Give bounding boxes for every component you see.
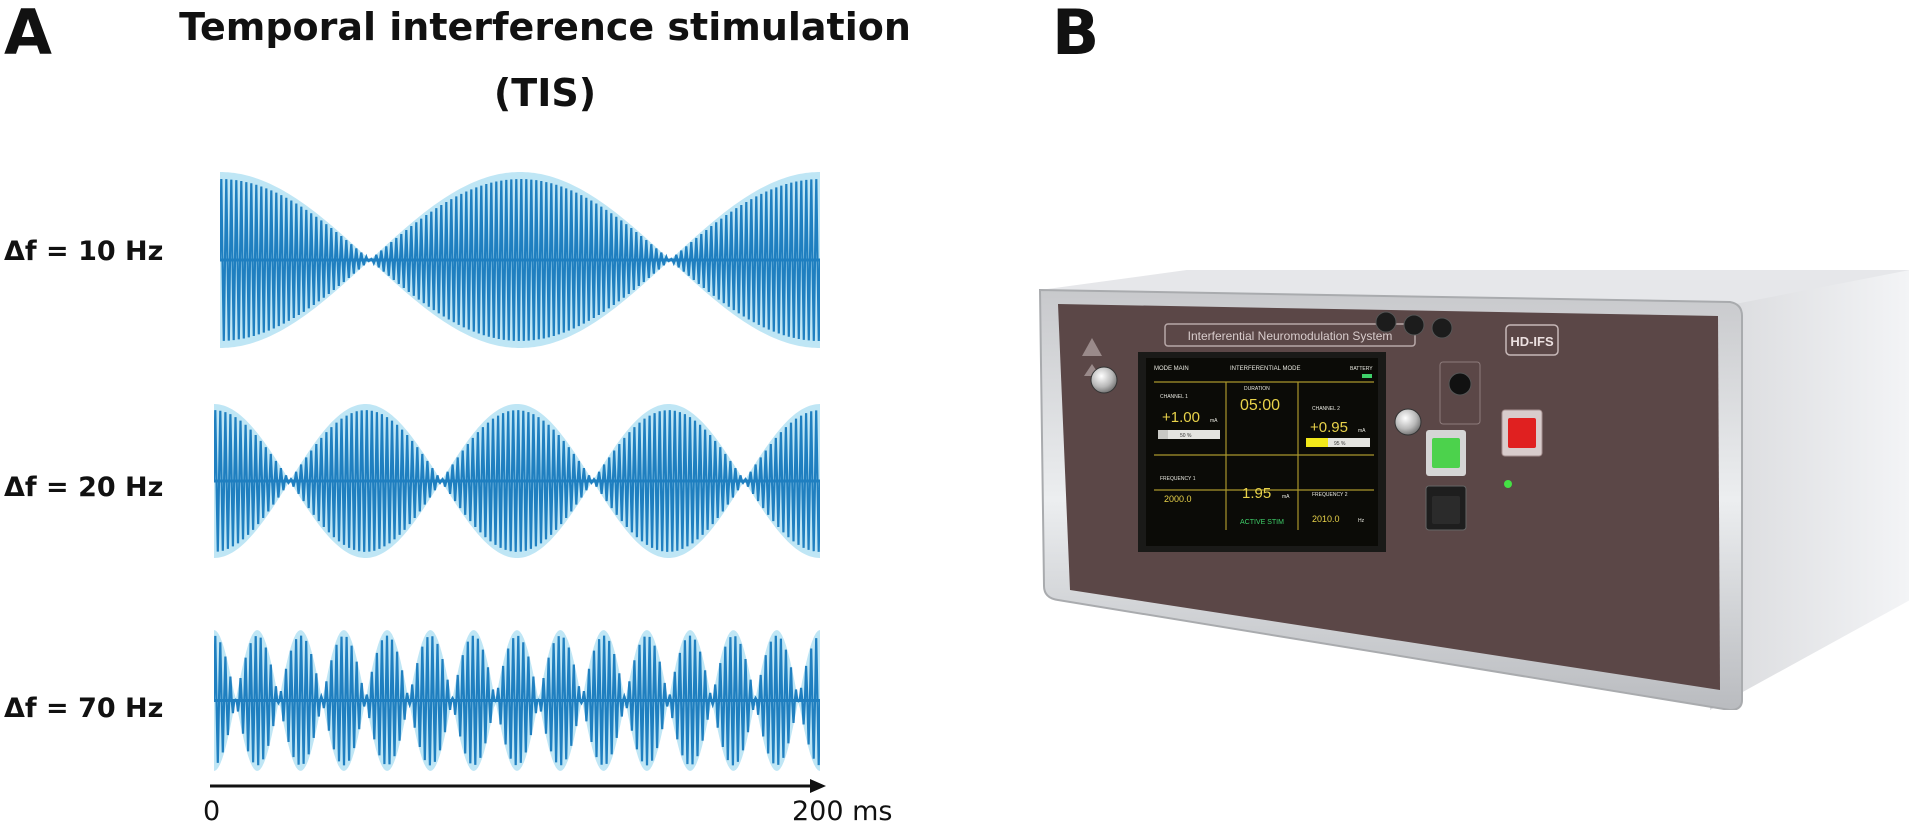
panel-b-letter: B [1052,0,1100,69]
right-knob [1394,408,1422,436]
time-axis-end-label: 200 ms [792,796,893,827]
channel2-bar-text: 95 % [1334,441,1346,447]
device-screen [1146,358,1378,546]
time-axis-start-label: 0 [203,796,221,827]
device-side-casing [1710,270,1909,710]
panel-a-letter: A [4,0,52,69]
duration-value: 05:00 [1240,397,1280,414]
power-led [1504,480,1512,488]
freq1-value: 2000.0 [1164,494,1192,504]
tis-waveform-70hz [214,630,820,771]
channel1-unit: mA [1210,418,1218,424]
side-badge-text: HD-IFS [1510,334,1554,349]
channel2-bar [1306,438,1370,447]
selector-box [1439,361,1481,425]
lower-button[interactable] [1432,496,1460,524]
status-text: ACTIVE STIM [1240,519,1284,526]
top-knob-2 [1403,314,1425,336]
row-label-70hz: Δf = 70 Hz [4,693,164,724]
channel1-bar [1158,430,1220,439]
channel2-label: CHANNEL 2 [1312,406,1340,412]
freq1-label: FREQUENCY 1 [1160,476,1196,482]
duration-label: DURATION [1244,386,1270,392]
channel1-value: +1.00 [1162,409,1200,426]
start-button[interactable] [1432,438,1460,468]
channel1-bar-text: 50 % [1180,433,1192,439]
top-knob-1 [1375,311,1397,333]
row-label-10hz: Δf = 10 Hz [4,236,164,267]
channel2-value: +0.95 [1310,419,1348,436]
tis-waveform-20hz [214,404,820,558]
panel-a-title-line1: Temporal interference stimulation [179,5,911,49]
screen-header-center: INTERFERENTIAL MODE [1230,366,1300,372]
time-axis-arrow [210,779,826,793]
device-banner-text: Interferential Neuromodulation System [1188,329,1393,343]
device-top-casing [1040,270,1909,305]
selector-knob [1448,372,1472,396]
freq2-label: FREQUENCY 2 [1312,492,1348,498]
freq2-unit: Hz [1358,518,1365,524]
center-value: 1.95 [1242,485,1271,502]
center-unit: mA [1282,494,1290,500]
screen-header-right: BATTERY [1350,366,1373,372]
stop-button[interactable] [1508,418,1536,448]
battery-indicator [1362,374,1372,378]
channel2-unit: mA [1358,428,1366,434]
freq2-value: 2010.0 [1312,514,1340,524]
row-label-20hz: Δf = 20 Hz [4,472,164,503]
tis-waveform-10hz [220,172,820,348]
screen-header-left: MODE MAIN [1154,366,1189,372]
top-knob-3 [1431,317,1453,339]
channel1-label: CHANNEL 1 [1160,394,1188,400]
screen-grid [1154,381,1374,530]
panel-a-title-line2: (TIS) [493,71,597,115]
left-knob [1090,366,1118,394]
side-badge-box [1505,324,1559,356]
stimulator-device: Interferential Neuromodulation System MO… [1038,270,1909,710]
